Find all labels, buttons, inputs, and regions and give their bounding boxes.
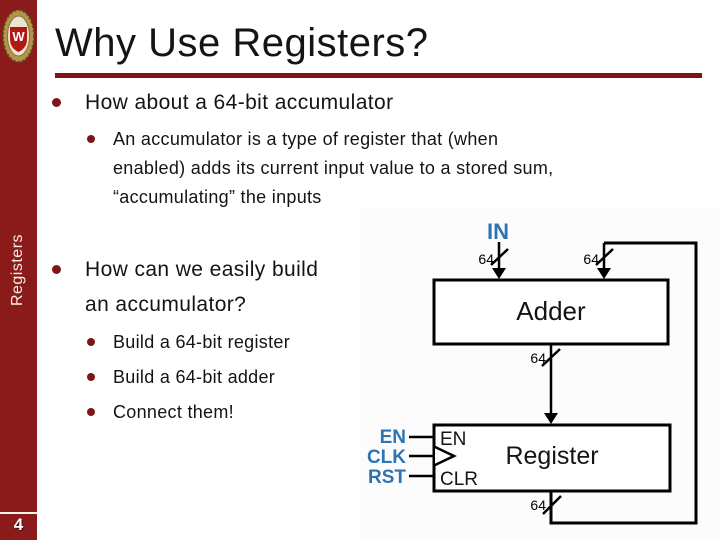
adder-label: Adder xyxy=(516,296,586,326)
register-box xyxy=(432,423,672,493)
arrowhead-icon xyxy=(492,268,506,279)
sidebar-divider xyxy=(0,512,37,514)
bullet-dot xyxy=(87,373,95,381)
university-crest-logo: W xyxy=(2,9,35,63)
feedback-wire xyxy=(549,241,698,525)
register-clr-port-label: CLR xyxy=(440,469,478,490)
clock-triangle-icon xyxy=(434,445,457,467)
bus-width-label: 64 xyxy=(583,251,599,267)
bullet-how-build-accumulator: How can we easily build an accumulator? xyxy=(52,252,318,322)
clk-signal-label: CLK xyxy=(367,447,406,468)
register-label: Register xyxy=(505,442,598,470)
bullet-text: How can we easily build an accumulator? xyxy=(85,252,318,322)
bullet-text: How about a 64-bit accumulator xyxy=(85,91,394,114)
bullet-dot xyxy=(87,338,95,346)
subbullet-text: An accumulator is a type of register tha… xyxy=(113,125,553,212)
page-number: 4 xyxy=(13,515,24,534)
bus-width-label: 64 xyxy=(478,251,494,267)
bus-width-label: 64 xyxy=(530,350,546,366)
subbullet-build-adder: Build a 64-bit adder xyxy=(87,365,275,390)
sidebar-vertical-label: Registers xyxy=(9,233,26,307)
subbullet-line: enabled) adds its current input value to… xyxy=(113,158,554,178)
subbullet-text: Build a 64-bit register xyxy=(113,332,290,352)
bus-width-label: 64 xyxy=(530,497,546,513)
subbullet-line: “accumulating” the inputs xyxy=(113,187,322,207)
crest-w-letter: W xyxy=(12,29,25,44)
bus-slash-icon xyxy=(595,248,614,266)
bus-slash-icon xyxy=(541,348,561,367)
register-en-port-label: EN xyxy=(440,429,466,450)
arrowhead-icon xyxy=(544,413,558,424)
subbullet-accumulator-definition: An accumulator is a type of register tha… xyxy=(87,125,553,212)
bullet-line: How can we easily build xyxy=(85,258,319,281)
bus-slash-icon xyxy=(490,248,509,266)
slide-title: Why Use Registers? xyxy=(55,21,429,65)
bus-slash-icon xyxy=(542,495,562,515)
sidebar: W Registers 4 xyxy=(0,0,37,540)
accumulator-circuit-diagram: IN 64 64 Adder 64 Register EN CLR EN CLK… xyxy=(360,208,720,540)
bullet-dot xyxy=(52,98,61,107)
arrowhead-icon xyxy=(597,268,611,279)
subbullet-connect-them: Connect them! xyxy=(87,400,234,425)
bullet-line: an accumulator? xyxy=(85,293,247,316)
title-underline-rule xyxy=(55,73,702,78)
bullet-dot xyxy=(87,135,95,143)
bullet-dot xyxy=(87,408,95,416)
subbullet-build-register: Build a 64-bit register xyxy=(87,330,290,355)
rst-signal-label: RST xyxy=(368,467,406,488)
subbullet-line: An accumulator is a type of register tha… xyxy=(113,129,499,149)
subbullet-text: Connect them! xyxy=(113,402,234,422)
in-signal-label: IN xyxy=(487,219,509,244)
bullet-dot xyxy=(52,265,61,274)
bullet-how-about-accumulator: How about a 64-bit accumulator xyxy=(52,89,394,116)
en-signal-label: EN xyxy=(380,427,406,448)
subbullet-text: Build a 64-bit adder xyxy=(113,367,276,387)
